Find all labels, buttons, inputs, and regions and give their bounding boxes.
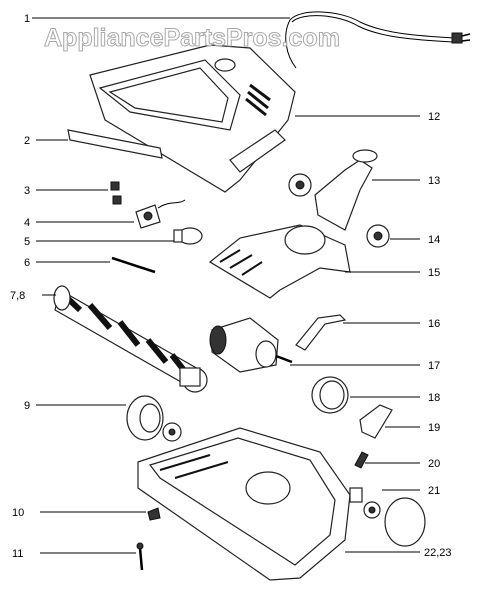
callout-15: 15 [428, 267, 440, 279]
callout-18: 18 [428, 392, 440, 404]
part-wheel-right [384, 497, 426, 547]
callout-11: 11 [12, 548, 23, 560]
callout-17: 17 [428, 360, 440, 372]
part-strip [67, 129, 163, 159]
callout-2: 2 [24, 135, 30, 147]
part-belt [111, 256, 156, 274]
callout-10: 10 [12, 507, 24, 519]
part-power-cord [285, 11, 471, 69]
part-bulb [173, 227, 203, 245]
watermark: AppliancePartsPros.com [44, 24, 340, 52]
part-washer [366, 224, 390, 248]
callout-12: 12 [428, 111, 440, 123]
part-screw [136, 542, 144, 571]
part-hood [89, 44, 296, 193]
callout-20: 20 [428, 458, 440, 470]
callout-13: 13 [428, 175, 440, 187]
part-bracket [295, 314, 347, 351]
callout-22-23: 22,23 [424, 547, 452, 559]
part-clip [147, 507, 161, 521]
part-brush-roll [53, 285, 208, 393]
callout-7-8: 7,8 [10, 290, 25, 302]
callout-9: 9 [24, 400, 30, 412]
part-fan-housing [208, 224, 351, 299]
part-motor [209, 317, 293, 373]
callout-5: 5 [24, 236, 30, 248]
callout-16: 16 [428, 318, 440, 330]
callout-14: 14 [428, 234, 440, 246]
callout-3: 3 [24, 185, 30, 197]
part-latch [359, 404, 393, 439]
part-small-washer [363, 501, 381, 519]
part-wheel-left [126, 395, 182, 442]
callout-6: 6 [24, 257, 30, 269]
leader-lines [32, 17, 420, 554]
callout-21: 21 [428, 485, 440, 497]
callout-19: 19 [428, 422, 440, 434]
callout-1: 1 [24, 13, 30, 25]
part-ring [311, 376, 349, 414]
part-socket [135, 199, 186, 229]
part-base [137, 427, 363, 581]
callout-4: 4 [24, 217, 30, 229]
part-hose-connector [288, 149, 378, 231]
part-caps [110, 181, 122, 205]
part-spring [354, 451, 369, 469]
